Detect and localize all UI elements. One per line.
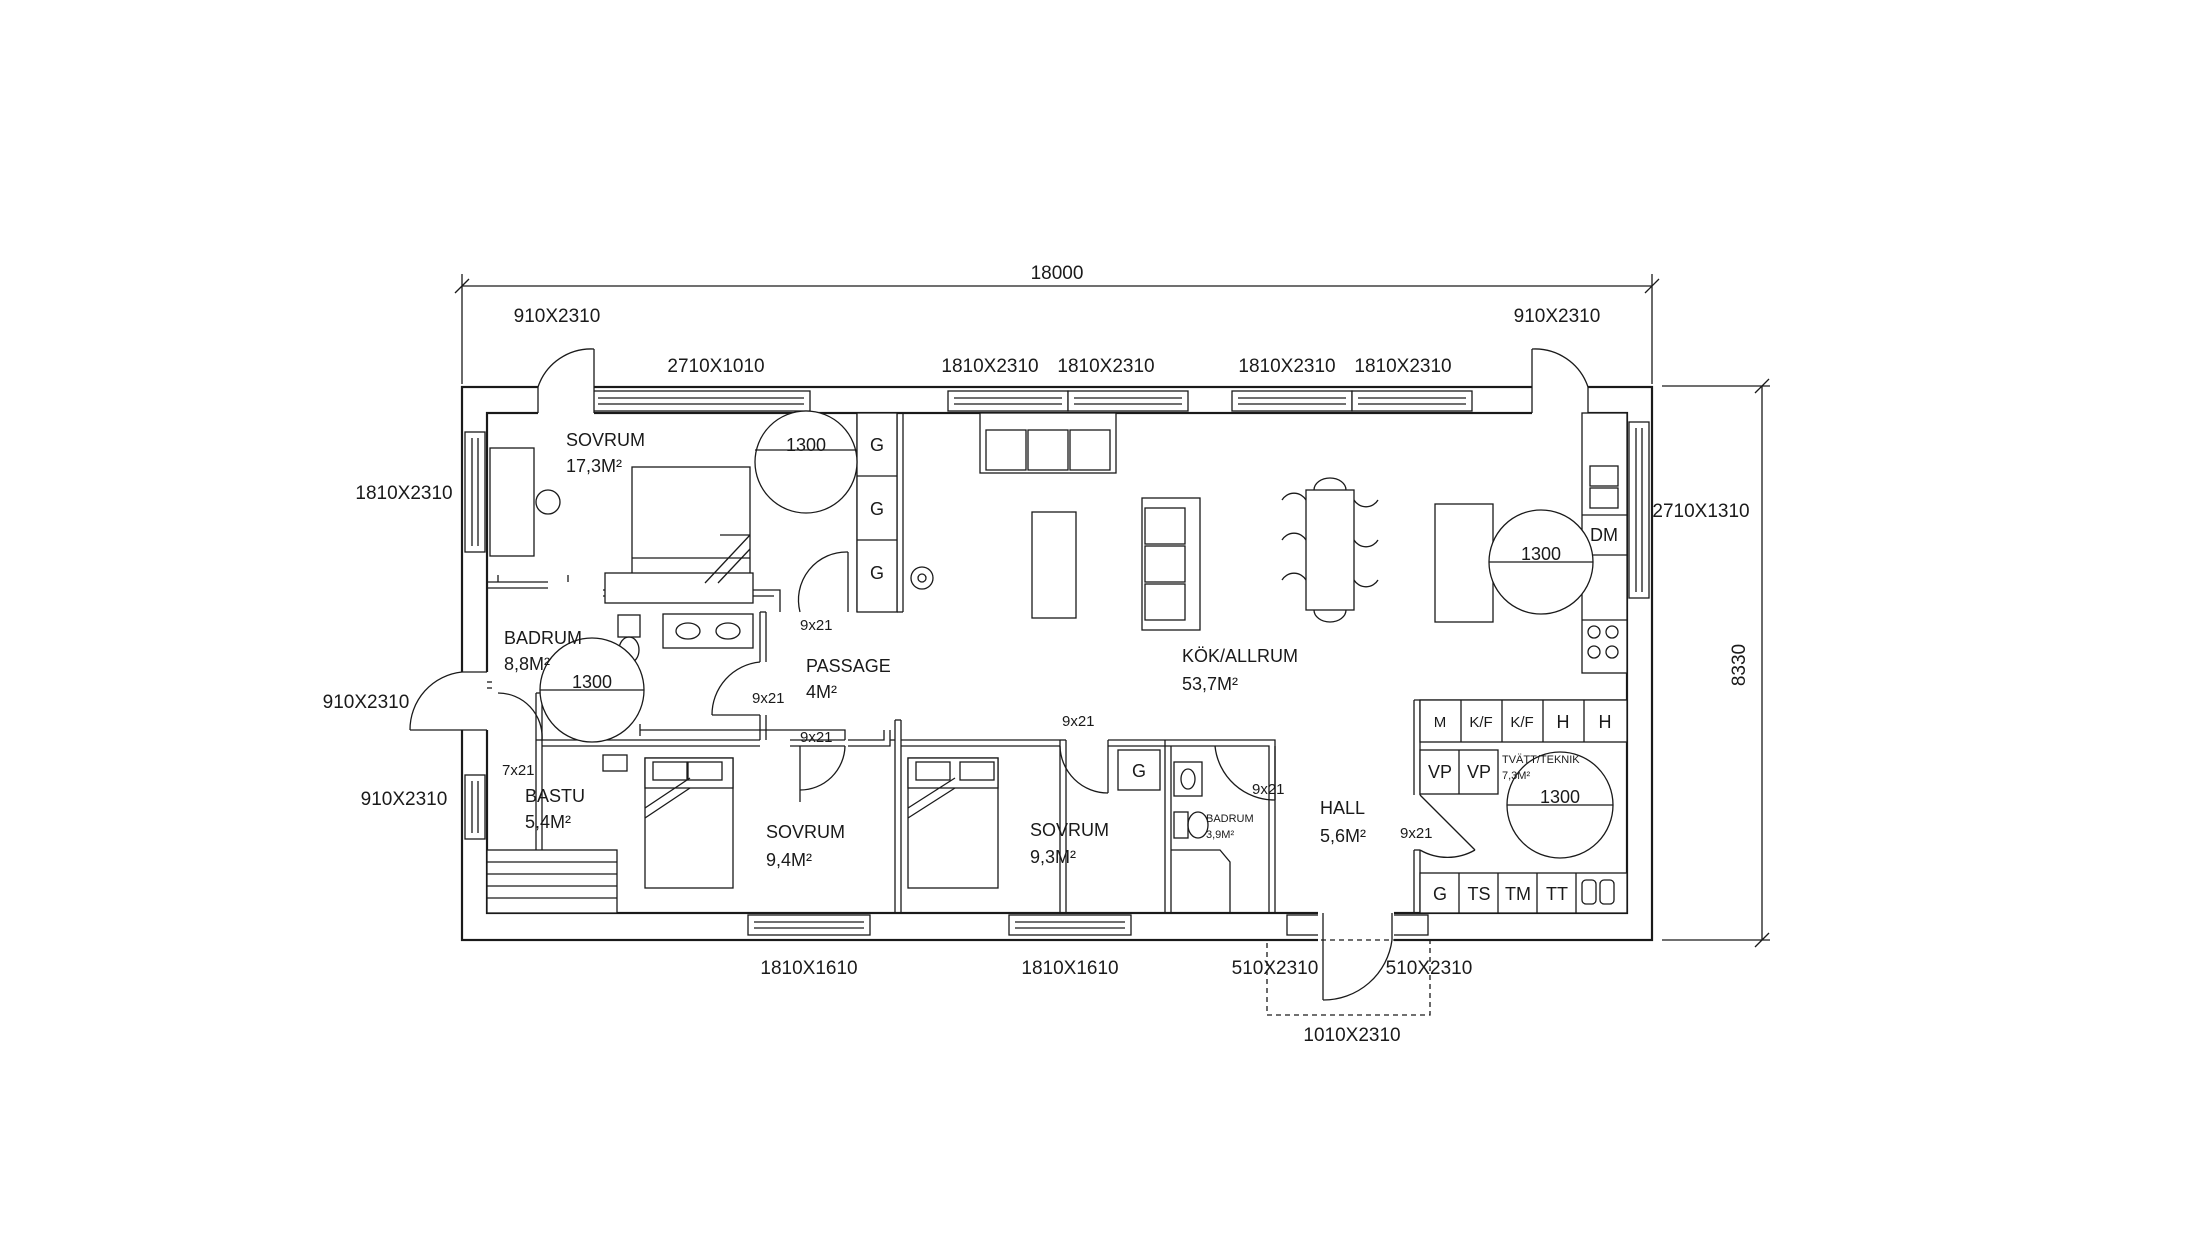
kitchen-island	[1434, 503, 1494, 623]
opening-top-right-door: 910X2310	[1514, 306, 1601, 327]
opening-bottom-window-2: 1810X1610	[1021, 958, 1118, 979]
overall-width-label: 18000	[1031, 263, 1084, 284]
laundry-ts: TS	[1467, 884, 1490, 904]
room-area-bastu: 5,4M²	[525, 812, 571, 832]
room-area-passage: 4M²	[806, 682, 837, 702]
turning-circle-kok-label: 1300	[1521, 544, 1561, 564]
wardrobe-label-2: G	[870, 499, 884, 519]
room-name-bastu: BASTU	[525, 786, 585, 806]
sauna-bench	[486, 849, 618, 914]
wardrobe	[856, 412, 898, 613]
sink-badrum-2	[1173, 761, 1203, 797]
room-name-sovrum-2: SOVRUM	[766, 822, 845, 842]
exterior-doors	[409, 348, 1589, 1016]
opening-bottom-window-1: 1810X1610	[760, 958, 857, 979]
room-name-badrum-2: BADRUM	[1206, 813, 1254, 825]
opening-left-window: 1810X2310	[355, 483, 452, 504]
vp-label-2: VP	[1467, 762, 1491, 782]
double-bed-master	[631, 466, 751, 584]
bathroom-vanity	[662, 613, 754, 649]
turning-circles: 1300 1300 1300 1300	[539, 410, 1614, 859]
hall-cabinets	[1419, 699, 1628, 743]
room-name-hall: HALL	[1320, 798, 1365, 818]
room-area-badrum-2: 3,9M²	[1206, 829, 1234, 841]
opening-entry-side-right: 510X2310	[1386, 958, 1473, 979]
interior-door-labels: 9x21 9x21 9x21 7x21 9x21 9x21 9x21	[502, 617, 1433, 842]
wardrobe-sovrum-3	[1117, 749, 1161, 791]
opening-labels: 910X2310 2710X1010 1810X2310 1810X2310 1…	[323, 306, 1750, 1046]
door-label-sovrum3: 9x21	[1062, 713, 1095, 730]
opening-top-left-door: 910X2310	[514, 306, 601, 327]
turning-circle-sovrum-label: 1300	[786, 435, 826, 455]
coffee-table	[1031, 511, 1077, 619]
overall-depth-label: 8330	[1729, 644, 1750, 686]
opening-right-window: 2710X1310	[1652, 501, 1749, 522]
room-name-sovrum-3: SOVRUM	[1030, 820, 1109, 840]
dm-label: DM	[1590, 525, 1618, 545]
desk	[489, 447, 535, 557]
room-area-badrum-1: 8,8M²	[504, 654, 550, 674]
turning-circle-sovrum	[754, 410, 858, 514]
wardrobe-label-1: G	[870, 435, 884, 455]
door-label-bastu: 7x21	[502, 762, 535, 779]
room-name-sovrum-1: SOVRUM	[566, 430, 645, 450]
cabinet-h-2: H	[1599, 712, 1612, 732]
cabinet-h-1: H	[1557, 712, 1570, 732]
laundry-tm: TM	[1505, 884, 1531, 904]
toilet	[617, 614, 641, 638]
toilet-badrum-2	[1173, 811, 1189, 839]
turning-circle-tvatt-label: 1300	[1540, 787, 1580, 807]
cabinet-kf-1: K/F	[1469, 714, 1492, 731]
room-name-badrum-1: BADRUM	[504, 628, 582, 648]
room-labels: SOVRUM 17,3M² BADRUM 8,8M² PASSAGE 4M² B…	[504, 430, 1580, 870]
opening-top-window-3: 1810X2310	[1057, 356, 1154, 377]
door-label-passage-bottom: 9x21	[800, 729, 833, 746]
cabinet-m: M	[1434, 714, 1447, 731]
opening-top-window-2: 1810X2310	[941, 356, 1038, 377]
room-area-sovrum-3: 9,3M²	[1030, 847, 1076, 867]
desk-chair	[535, 489, 561, 515]
turning-circle-badrum-label: 1300	[572, 672, 612, 692]
door-label-badrum: 9x21	[752, 690, 785, 707]
sovrum3-wardrobe-label: G	[1132, 761, 1146, 781]
wall-lamp	[910, 566, 934, 590]
opening-top-window-4: 1810X2310	[1238, 356, 1335, 377]
windows-top	[591, 390, 1473, 412]
door-label-badrum2: 9x21	[1252, 781, 1285, 798]
vp-label-1: VP	[1428, 762, 1452, 782]
furniture	[486, 412, 1628, 914]
room-area-sovrum-1: 17,3M²	[566, 456, 622, 476]
door-label-hall: 9x21	[1400, 825, 1433, 842]
room-area-sovrum-2: 9,4M²	[766, 850, 812, 870]
opening-entry-side-left: 510X2310	[1232, 958, 1319, 979]
opening-top-window-5: 1810X2310	[1354, 356, 1451, 377]
opening-entry-door: 1010X2310	[1303, 1025, 1400, 1046]
room-name-kok-allrum: KÖK/ALLRUM	[1182, 646, 1298, 666]
room-name-tvatt-teknik: TVÄTT/TEKNIK	[1502, 754, 1580, 766]
opening-top-window-1: 2710X1010	[667, 356, 764, 377]
room-area-tvatt-teknik: 7,3M²	[1502, 770, 1530, 782]
opening-left-window-2: 910X2310	[361, 789, 448, 810]
room-area-hall: 5,6M²	[1320, 826, 1366, 846]
wardrobe-label-3: G	[870, 563, 884, 583]
room-area-kok-allrum: 53,7M²	[1182, 674, 1238, 694]
windows-other	[464, 421, 1650, 936]
dimension-lines: 18000 8330	[454, 263, 1770, 948]
laundry-tt: TT	[1546, 884, 1568, 904]
sauna-heater	[602, 754, 628, 772]
fixture-labels: G G G DM M K/F K/F H H VP VP G TS TM TT …	[870, 435, 1618, 904]
laundry-g: G	[1433, 884, 1447, 904]
dining-table	[1305, 489, 1355, 611]
cabinet-kf-2: K/F	[1510, 714, 1533, 731]
door-label-passage-bedroom: 9x21	[800, 617, 833, 634]
opening-left-door: 910X2310	[323, 692, 410, 713]
room-name-passage: PASSAGE	[806, 656, 891, 676]
